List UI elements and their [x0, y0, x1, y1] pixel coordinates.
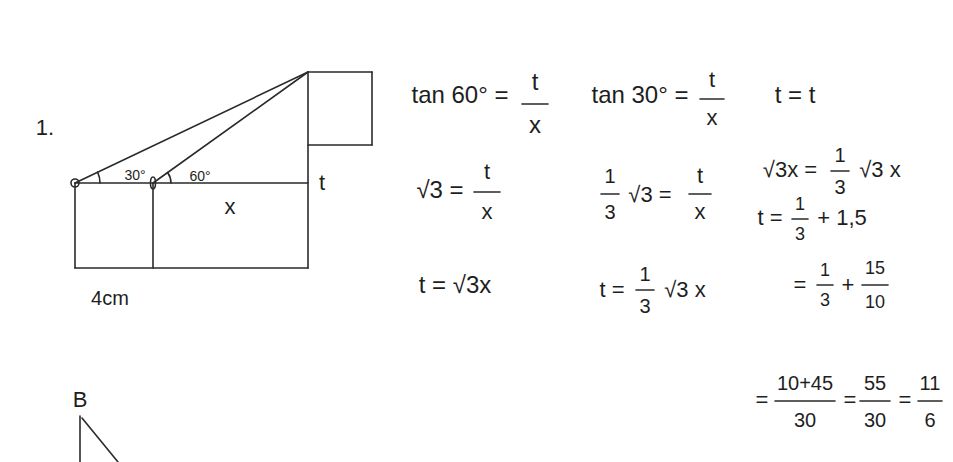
handwritten-text: √3 = [416, 178, 463, 202]
handwritten-text: 15 [865, 259, 885, 277]
handwritten-text: √3 x [859, 159, 900, 181]
handwritten-text: 10 [865, 293, 885, 311]
handwritten-text: √3 = [628, 184, 671, 206]
handwritten-text: 4cm [91, 288, 129, 308]
angle-arc [168, 173, 171, 184]
tower-edge [307, 72, 309, 268]
fraction-bar [817, 284, 833, 286]
handwritten-text: 1 [834, 145, 845, 165]
handwritten-text: 1. [36, 117, 54, 139]
handwritten-text: 1 [639, 264, 650, 284]
handwritten-text: t [319, 172, 325, 194]
fraction-bar [862, 284, 888, 286]
handwritten-text: 1 [795, 195, 805, 213]
handwritten-text: 3 [604, 202, 615, 222]
fraction-bar [700, 98, 724, 100]
building-top [308, 71, 372, 73]
handwritten-text: 60° [189, 169, 210, 183]
handwritten-text: t = [599, 279, 624, 301]
handwritten-text: t = [757, 207, 782, 229]
handwritten-text: 30 [794, 410, 816, 430]
fraction-bar [689, 193, 711, 195]
fraction-bar [792, 218, 808, 220]
handwritten-text: t [484, 161, 490, 183]
handwritten-text: 30 [864, 410, 886, 430]
left-edge [74, 183, 76, 268]
triangle-side [82, 418, 118, 462]
handwritten-text: = [844, 389, 857, 411]
sight-line [153, 72, 308, 183]
handwritten-text: √3x = [763, 159, 817, 181]
handwritten-text: t = √3x [419, 273, 492, 297]
fraction-bar [474, 191, 500, 193]
handwritten-text: 11 [920, 373, 941, 393]
observer-point [151, 177, 156, 189]
handwritten-text: t [532, 70, 539, 94]
handwritten-text: 3 [639, 296, 650, 316]
handwritten-text: 6 [924, 410, 935, 430]
handwritten-text: x [482, 201, 493, 223]
middle-edge [152, 183, 154, 268]
handwritten-text: 3 [820, 291, 830, 309]
handwritten-text: = [756, 389, 769, 411]
handwritten-text: 3 [834, 177, 845, 197]
handwritten-text: 3 [795, 225, 805, 243]
handwritten-text: √3 x [664, 279, 705, 301]
handwritten-text: t = t [775, 83, 816, 107]
handwritten-text: 10+45 [777, 373, 833, 393]
handwritten-text: + [842, 274, 855, 296]
triangle-side [79, 416, 81, 462]
handwritten-text: = [899, 389, 912, 411]
building-side [371, 72, 373, 145]
handwritten-text: tan 30° = [591, 83, 688, 107]
ground-line [75, 267, 308, 269]
observer-point [71, 179, 79, 187]
handwritten-text: x [529, 113, 541, 137]
handwritten-text: = [794, 274, 807, 296]
sight-line [75, 72, 308, 183]
fraction-bar [522, 103, 548, 105]
handwritten-text: x [225, 196, 236, 218]
handwritten-text: tan 60° = [411, 83, 508, 107]
handwritten-text: 1 [820, 261, 830, 279]
fraction-bar [860, 400, 890, 402]
fraction-bar [831, 170, 849, 172]
handwritten-text: x [695, 201, 706, 223]
handwritten-text: 55 [864, 373, 886, 393]
fraction-bar [918, 400, 942, 402]
handwritten-text: 1 [604, 166, 615, 186]
building-bottom [308, 144, 372, 146]
handwritten-text: + 1,5 [817, 207, 867, 229]
handwritten-text: t [697, 165, 703, 187]
handwritten-text: 30° [124, 168, 145, 182]
fraction-bar [775, 400, 835, 402]
angle-arc [98, 172, 100, 183]
fraction-bar [636, 289, 654, 291]
fraction-bar [601, 193, 619, 195]
handwritten-text: t [709, 69, 715, 91]
handwritten-text: x [707, 107, 718, 129]
handwritten-text: B [73, 389, 88, 411]
